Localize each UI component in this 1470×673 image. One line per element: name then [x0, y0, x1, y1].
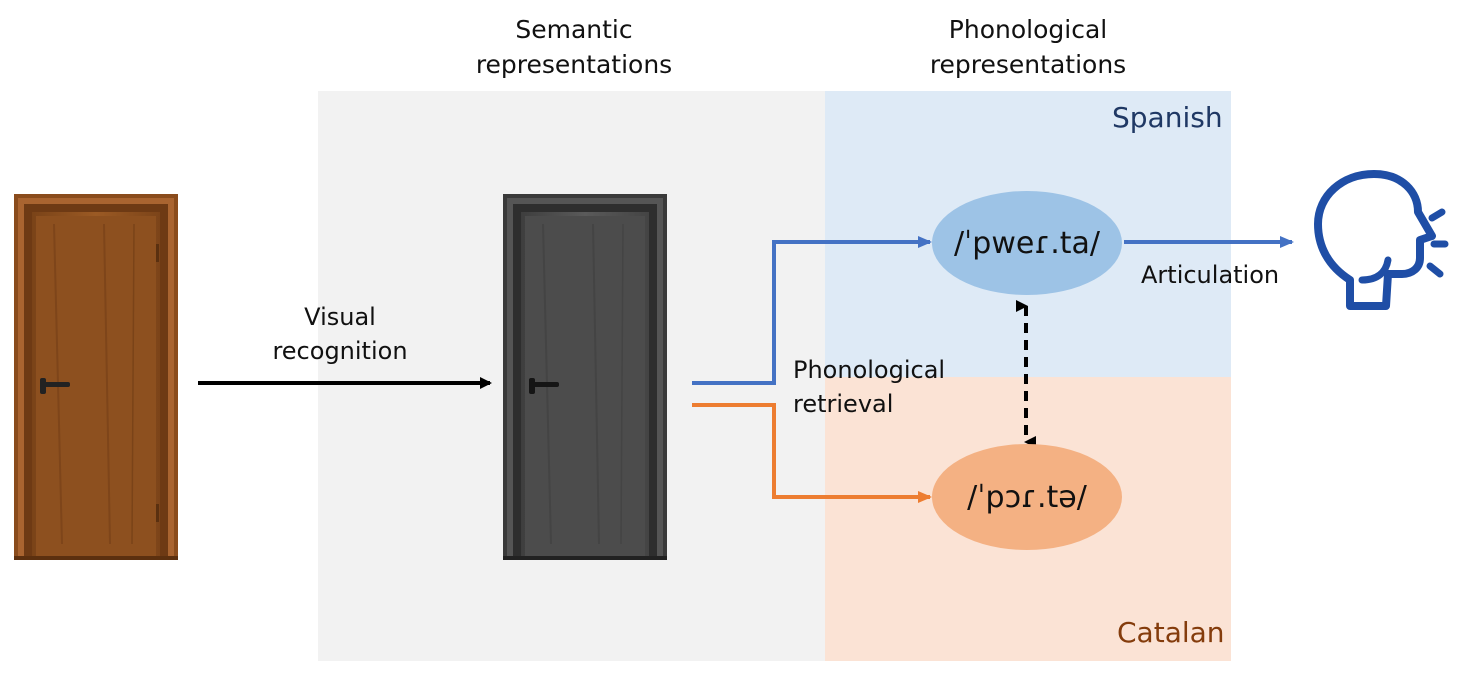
spanish-word: /ˈpweɾ.ta/: [953, 225, 1101, 261]
catalan-label: Catalan: [1117, 616, 1225, 649]
wooden-door-image: [14, 194, 178, 560]
catalan-word: /ˈpɔɾ.tə/: [967, 479, 1087, 515]
phonological-header: Phonological representations: [929, 15, 1127, 79]
spanish-label: Spanish: [1112, 101, 1223, 134]
phonological-retrieval-label: Phonological retrieval: [793, 356, 946, 418]
visual-recognition-label: Visual recognition: [272, 303, 408, 365]
catalan-word-node: /ˈpɔɾ.tə/: [932, 444, 1122, 550]
speaking-head-icon: [1314, 170, 1449, 310]
semantic-header: Semantic representations: [475, 15, 673, 79]
articulation-label: Articulation: [1141, 261, 1280, 289]
gray-door-image: [503, 194, 667, 560]
spanish-word-node: /ˈpweɾ.ta/: [932, 191, 1122, 295]
spanish-retrieval-path: [692, 236, 932, 385]
catalan-retrieval-path: [692, 403, 932, 503]
